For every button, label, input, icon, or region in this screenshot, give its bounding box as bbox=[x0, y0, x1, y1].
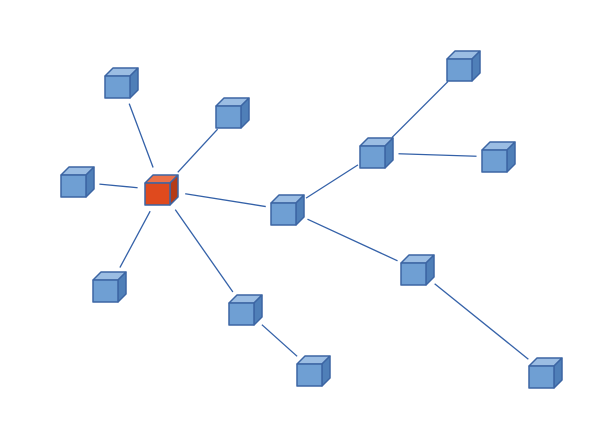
node-cube-icon bbox=[446, 50, 481, 82]
node-cube-icon bbox=[228, 294, 263, 326]
connection-line-hub-n6 bbox=[174, 209, 234, 293]
connection-line-n11-n12 bbox=[434, 283, 529, 360]
connection-line-hub-n2 bbox=[177, 128, 219, 173]
connection-line-n8-n10 bbox=[398, 153, 477, 157]
connection-line-hub-n4 bbox=[185, 193, 266, 208]
node-cube-icon bbox=[270, 194, 305, 226]
connection-line-n6-n7 bbox=[261, 324, 298, 357]
connection-line-hub-n3 bbox=[99, 183, 138, 189]
node-cube-icon bbox=[104, 67, 139, 99]
connection-line-hub-n1 bbox=[128, 103, 154, 168]
node-cube-icon bbox=[60, 166, 95, 198]
node-cube-icon bbox=[528, 357, 563, 389]
connection-line-n4-n8 bbox=[305, 164, 359, 199]
node-cube-icon bbox=[359, 137, 394, 169]
connection-line-n8-n9 bbox=[391, 81, 449, 138]
hub-cube-icon bbox=[144, 174, 179, 206]
node-cube-icon bbox=[481, 141, 516, 173]
node-cube-icon bbox=[215, 97, 250, 129]
node-cube-icon bbox=[92, 271, 127, 303]
connection-line-hub-n5 bbox=[119, 210, 151, 268]
node-cube-icon bbox=[400, 254, 435, 286]
node-cube-icon bbox=[296, 355, 331, 387]
connection-line-n4-n11 bbox=[307, 218, 398, 262]
